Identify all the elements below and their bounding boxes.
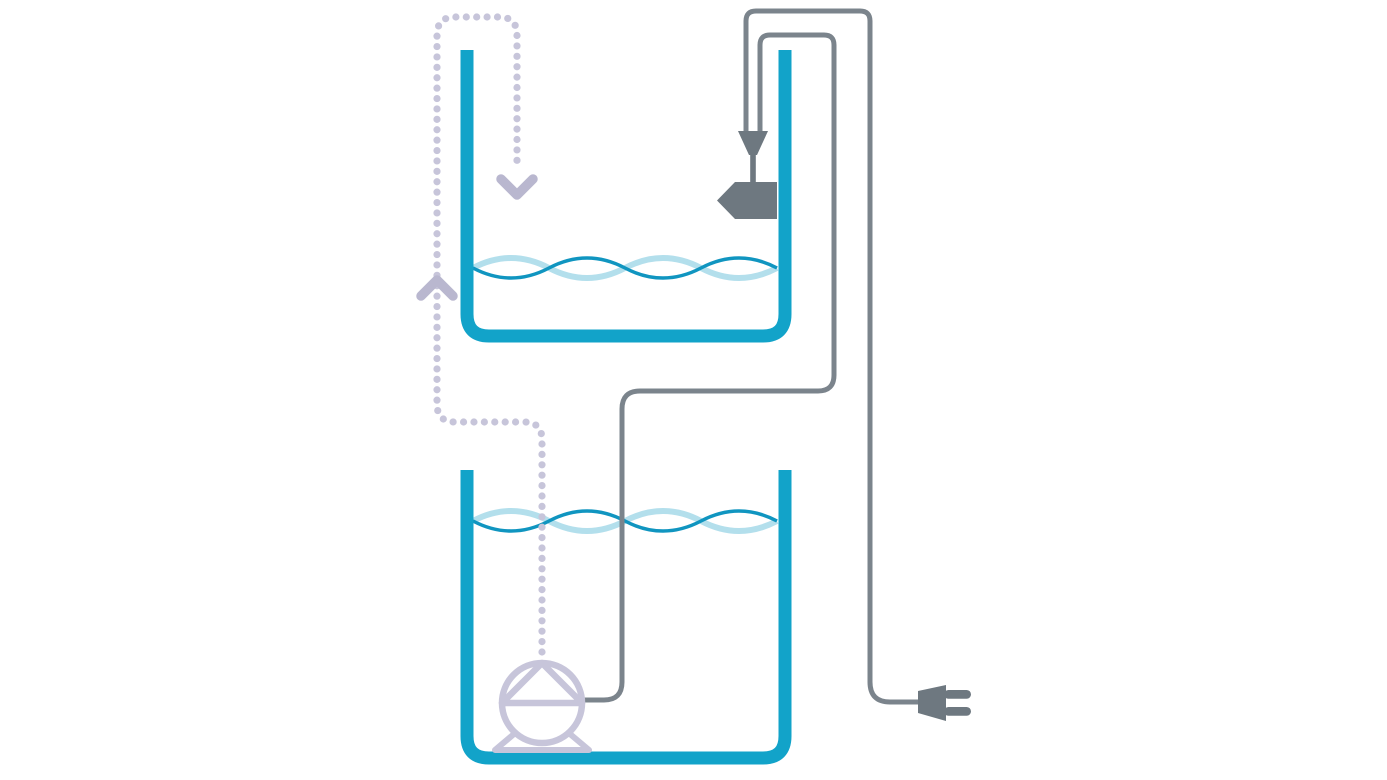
plug-prong-bottom-icon xyxy=(944,707,971,716)
upper-water-wave-dark-icon xyxy=(472,256,778,280)
pump-cable xyxy=(584,32,837,703)
sensor-stem xyxy=(750,150,756,184)
flow-arrow-up-icon xyxy=(416,275,458,301)
lower-tank xyxy=(460,470,792,765)
flow-arrow-down-icon xyxy=(496,174,538,200)
water-flow-dotted-line xyxy=(433,13,546,656)
upper-tank-wall xyxy=(460,50,792,343)
plug-prong-top-icon xyxy=(944,690,971,699)
float-body-icon xyxy=(717,182,777,219)
pump xyxy=(492,659,592,753)
water-flow-path xyxy=(416,13,546,656)
cable-strain-relief-icon xyxy=(738,131,768,155)
float-switch-sensor xyxy=(717,131,777,219)
plug-body-icon xyxy=(918,685,946,721)
pump-impeller-triangle-icon xyxy=(498,659,586,707)
upper-tank xyxy=(460,50,792,343)
pump-stand-icon xyxy=(492,731,592,753)
power-plug xyxy=(918,685,971,721)
lower-tank-wall xyxy=(460,470,792,765)
power-cable xyxy=(743,8,918,705)
lower-water-wave-dark-icon xyxy=(472,509,778,533)
